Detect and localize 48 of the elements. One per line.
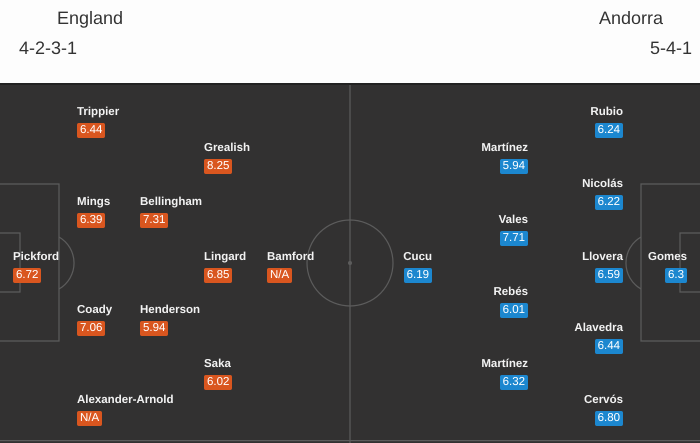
rating-badge: 7.06 bbox=[77, 321, 106, 336]
rating-badge: 5.94 bbox=[500, 159, 528, 174]
player-name: Bellingham bbox=[140, 195, 202, 209]
player-name: Henderson bbox=[140, 303, 200, 317]
rating-badge: N/A bbox=[77, 411, 102, 426]
formation: 5-4-1 bbox=[650, 38, 692, 58]
player-name: Trippier bbox=[77, 105, 120, 119]
rating-badge: 7.71 bbox=[500, 231, 528, 246]
player-name: Grealish bbox=[204, 141, 250, 155]
player-name: Pickford bbox=[13, 250, 60, 264]
player-name: Bamford bbox=[267, 250, 314, 264]
rating-badge: N/A bbox=[267, 268, 292, 283]
rating-badge: 6.01 bbox=[500, 303, 528, 318]
player-name: Rebés bbox=[493, 285, 528, 299]
formation: 4-2-3-1 bbox=[19, 38, 78, 58]
player-name: Vales bbox=[498, 213, 528, 227]
player-name: Martínez bbox=[481, 141, 528, 155]
rating-badge: 8.25 bbox=[204, 159, 232, 174]
player-name: Coady bbox=[77, 303, 112, 317]
player-name: Cucu bbox=[403, 250, 432, 264]
rating-badge: 6.39 bbox=[77, 213, 106, 228]
team-name: England bbox=[57, 8, 124, 28]
player-name: Martínez bbox=[481, 357, 528, 371]
rating-badge: 5.94 bbox=[140, 321, 168, 336]
rating-badge: 6.72 bbox=[13, 268, 42, 283]
player-name: Gomes bbox=[648, 250, 687, 264]
rating-badge: 6.22 bbox=[594, 195, 623, 210]
rating-badge: 6.85 bbox=[204, 268, 232, 283]
rating-badge: 6.44 bbox=[77, 123, 106, 138]
player-name: Alavedra bbox=[574, 321, 623, 335]
rating-badge: 7.31 bbox=[140, 213, 168, 228]
team-name: Andorra bbox=[598, 8, 663, 28]
rating-badge: 6.32 bbox=[500, 375, 528, 390]
player-name: Llovera bbox=[582, 250, 623, 264]
player-name: Cervós bbox=[584, 393, 623, 407]
player-name: Mings bbox=[77, 195, 110, 209]
player-name: Saka bbox=[204, 357, 231, 371]
rating-badge: 6.24 bbox=[594, 123, 623, 138]
rating-badge: 6.19 bbox=[404, 268, 432, 283]
player-name: Lingard bbox=[204, 250, 246, 264]
rating-badge: 6.80 bbox=[594, 411, 623, 426]
rating-badge: 6.59 bbox=[594, 268, 623, 283]
rating-badge: 6.02 bbox=[204, 375, 232, 390]
player-name: Nicolás bbox=[582, 177, 623, 191]
player-name: Alexander-Arnold bbox=[77, 393, 174, 407]
rating-badge: 6.44 bbox=[594, 339, 623, 354]
rating-badge: 6.3 bbox=[665, 268, 687, 283]
player-name: Rubio bbox=[590, 105, 623, 119]
